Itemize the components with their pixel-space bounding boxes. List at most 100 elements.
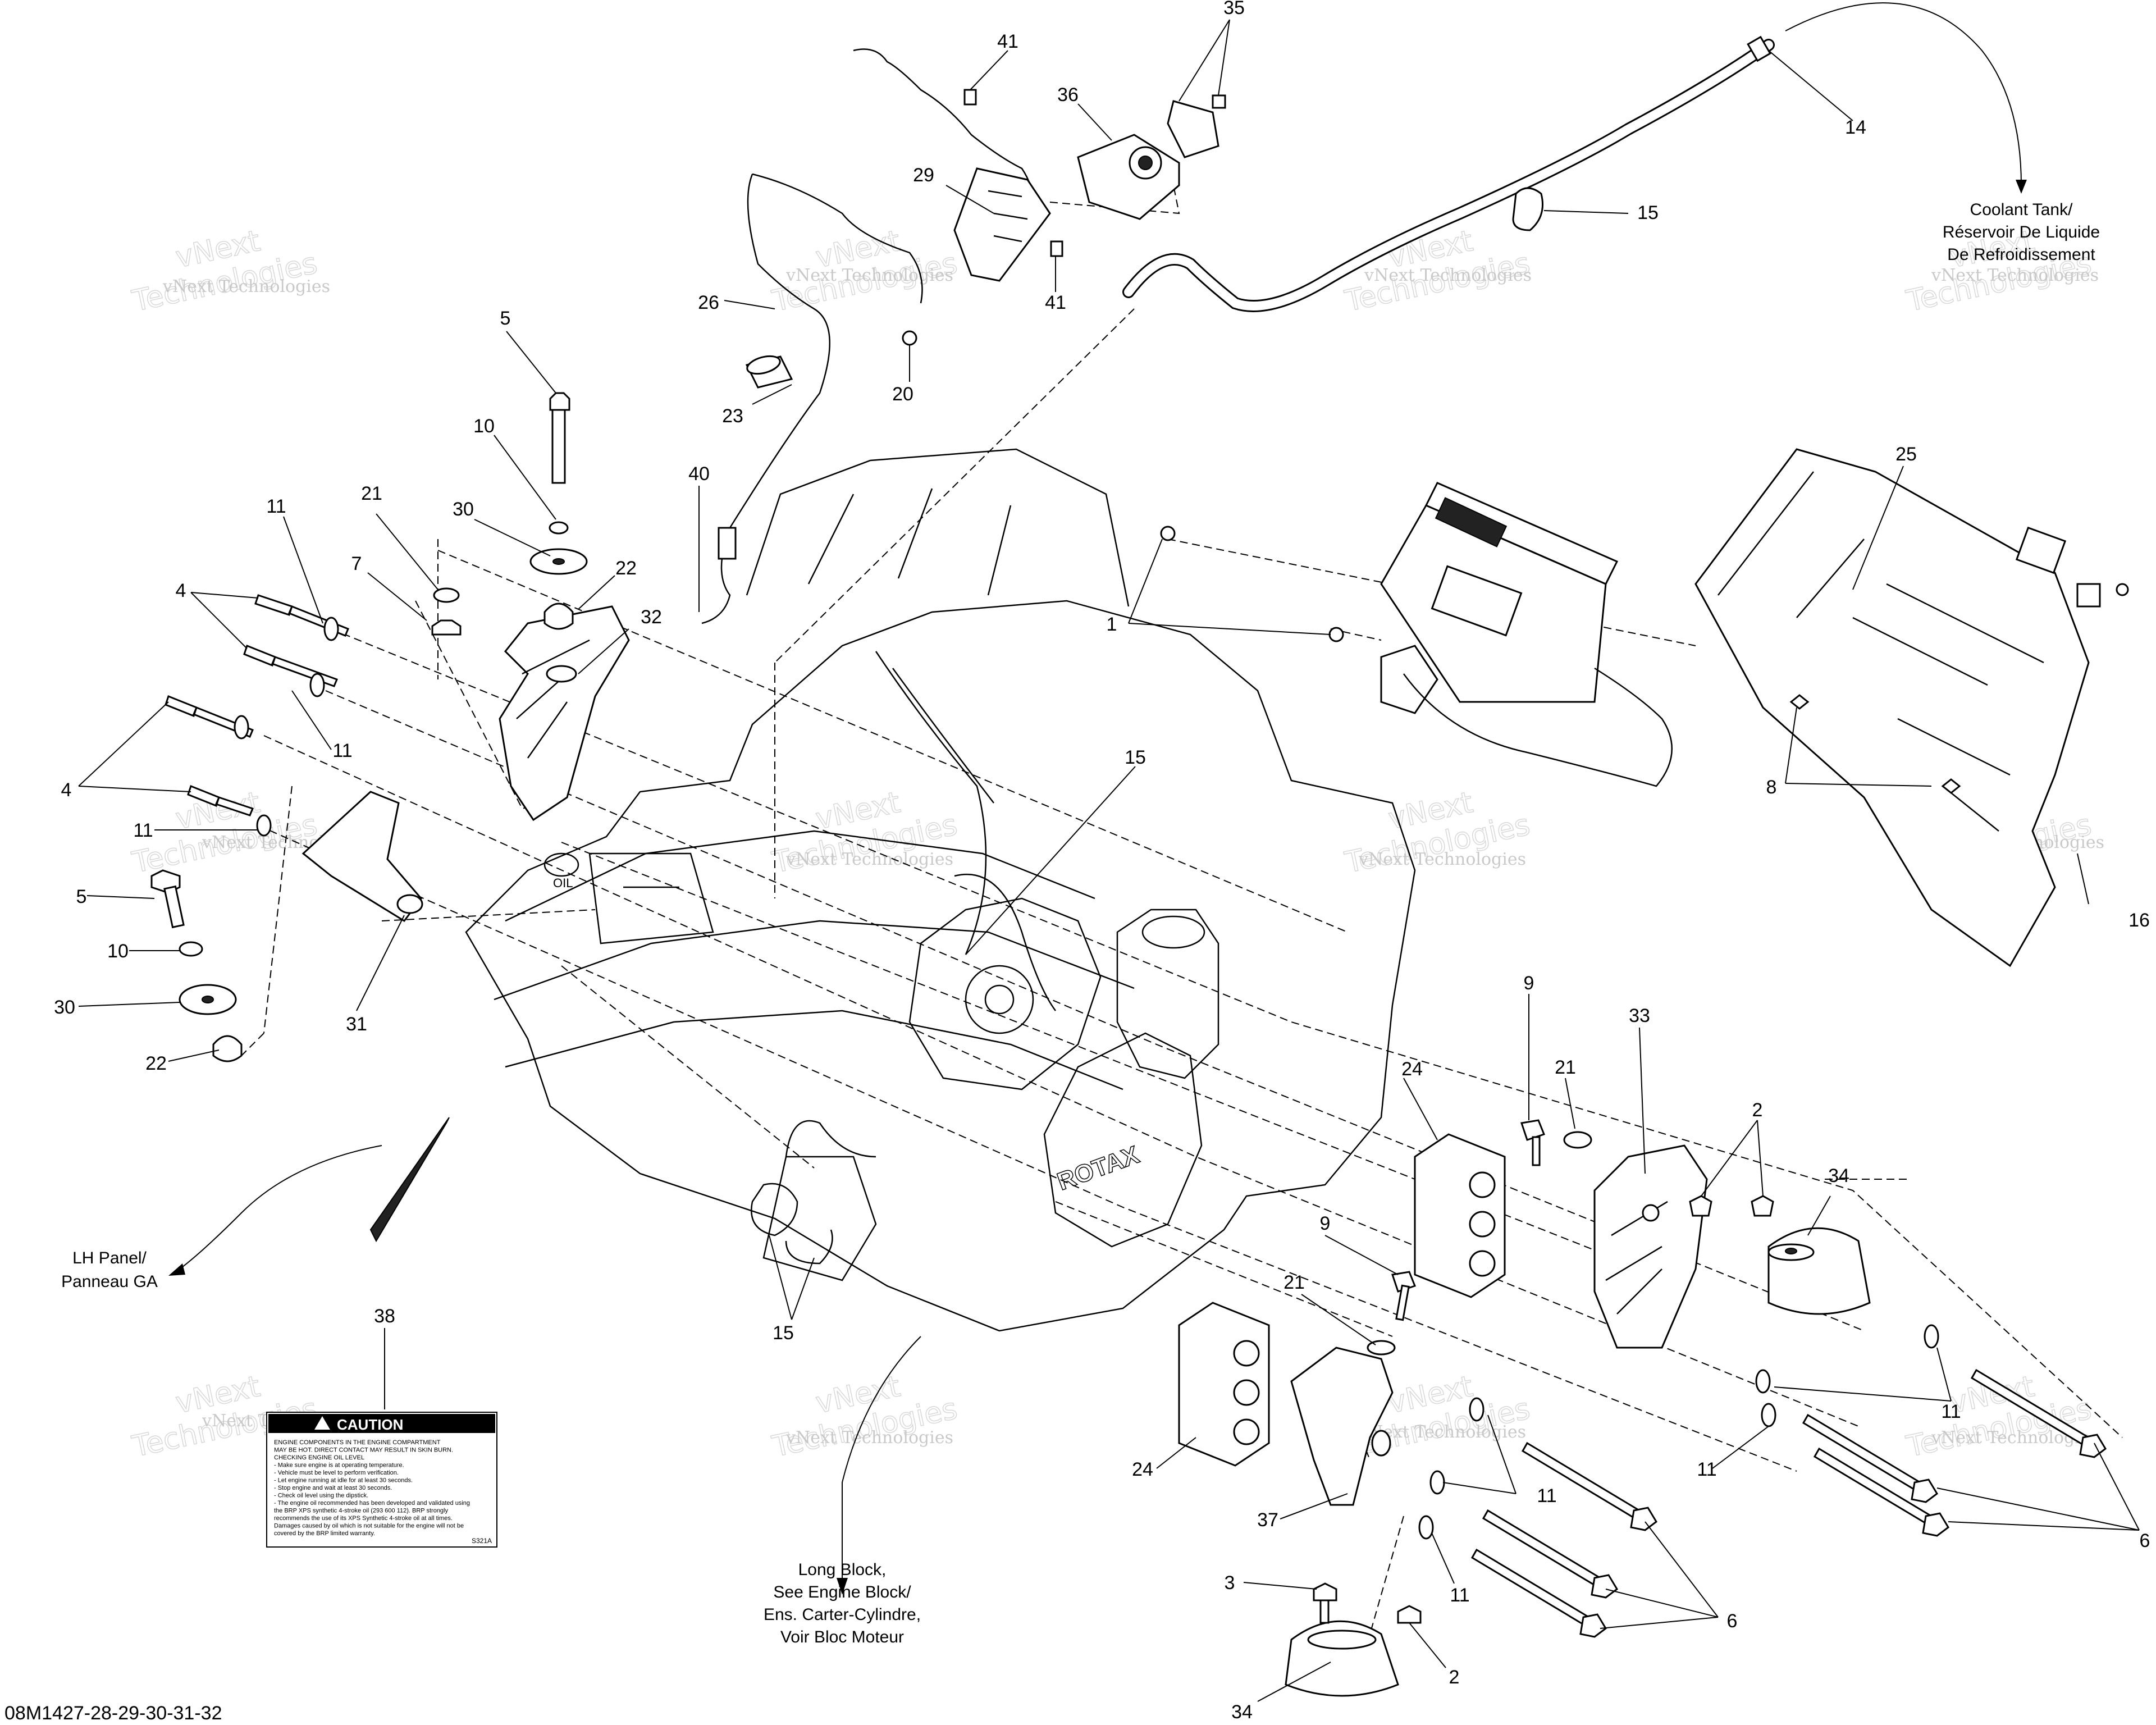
caution-line: - The engine oil recommended has been de…	[274, 1500, 470, 1507]
long-block-arrow	[841, 1336, 921, 1583]
clip-20	[902, 330, 917, 346]
bracket-29	[853, 48, 1051, 282]
callout-label: 3	[1225, 1572, 1235, 1594]
watermark-text: vNext Technologies	[785, 1428, 953, 1448]
caution-line: CHECKING ENGINE OIL LEVEL	[274, 1454, 364, 1461]
ecm-module	[1160, 482, 1673, 787]
callout-label: 11	[1537, 1485, 1556, 1507]
callout-label: 2	[1449, 1667, 1460, 1688]
watermark-text: vNext Technologies	[1364, 266, 1532, 285]
mount-bracket-33	[1593, 1144, 1708, 1349]
callout-label: 21	[361, 483, 382, 504]
callout-label: 34	[1828, 1165, 1849, 1186]
callout-label: 4	[61, 779, 72, 801]
callout-label: 9	[1524, 973, 1534, 994]
sleeve-23	[745, 355, 793, 389]
caution-line: MAY BE HOT. DIRECT CONTACT MAY RESULT IN…	[274, 1447, 453, 1454]
callout-label: 38	[374, 1306, 395, 1327]
callout-label: 30	[54, 997, 75, 1018]
warning-triangle-icon	[314, 1416, 330, 1430]
damper-34-upper	[1767, 1227, 1871, 1315]
watermark-text: vNext Technologies	[162, 277, 330, 296]
sensor-harness-26	[701, 173, 923, 624]
callout-label: 15	[1637, 202, 1659, 223]
caution-code: S321A	[472, 1537, 492, 1545]
callout-label: 11	[133, 820, 153, 841]
callout-label: 26	[698, 292, 719, 313]
bracket-25	[1694, 448, 2129, 968]
callout-label: 11	[1450, 1585, 1469, 1606]
note-line: Ens. Carter-Cylindre,	[764, 1605, 921, 1624]
lh-panel-strip	[369, 1117, 450, 1243]
caution-label-frame	[266, 1412, 497, 1548]
callout-label: 33	[1629, 1005, 1650, 1026]
callout-label: 24	[1401, 1058, 1423, 1080]
callout-label: 8	[1766, 777, 1777, 798]
note-line: De Refroidissement	[1947, 245, 2095, 264]
callout-label: 9	[1320, 1213, 1331, 1234]
callout-label: 23	[722, 405, 743, 427]
callout-label: 30	[453, 499, 474, 520]
callout-label: 6	[1727, 1610, 1738, 1632]
caution-header-bar	[268, 1414, 495, 1433]
callout-label: 15	[773, 1322, 794, 1344]
coolant-hose	[1122, 35, 1775, 312]
caution-header: CAUTION	[337, 1416, 403, 1433]
callout-label: 6	[2140, 1530, 2150, 1551]
callout-label: 29	[913, 165, 934, 186]
callout-label: 10	[107, 941, 129, 962]
clip-41	[1050, 240, 1063, 257]
note-line: Réservoir De Liquide	[1943, 223, 2100, 241]
callout-label: 10	[473, 416, 495, 437]
caution-line: - Stop engine and wait at least 30 secon…	[274, 1485, 392, 1491]
caution-line: Damages caused by oil which is not suita…	[274, 1523, 464, 1530]
lh-panel-arrow	[179, 1145, 382, 1270]
caution-lines: ENGINE COMPONENTS IN THE ENGINE COMPARTM…	[274, 1439, 470, 1537]
caution-line: - Make sure engine is at operating tempe…	[274, 1462, 404, 1469]
callout-numbers: 41 35 36 14 29 15 41 26 20 5 23 10 40 21…	[54, 0, 2150, 1723]
throttle-body-36	[1077, 134, 1180, 220]
callout-label: 4	[176, 580, 186, 601]
damper-34-lower	[1285, 1582, 1422, 1697]
watermark-text: vNext Technologies	[785, 266, 953, 285]
callout-label: 5	[76, 886, 87, 907]
note-lh-panel: LH Panel/ Panneau GA	[61, 1249, 158, 1291]
caution-line: - Vehicle must be level to perform verif…	[274, 1470, 399, 1476]
sensor-35	[1167, 94, 1226, 158]
note-line: LH Panel/	[72, 1249, 147, 1267]
callout-label: 32	[641, 606, 662, 628]
callout-label: 22	[145, 1053, 167, 1074]
watermark-text: vNext Technologies	[1931, 266, 2099, 285]
note-coolant-tank: Coolant Tank/ Réservoir De Liquide De Re…	[1943, 200, 2100, 264]
caution-line: - Let engine running at idle for at leas…	[274, 1477, 413, 1484]
callout-label: 11	[332, 740, 352, 761]
callout-label: 40	[688, 463, 710, 485]
bolt-stack-upper	[431, 392, 588, 636]
caution-line: the BRP XPS synthetic 4-stroke oil (293 …	[274, 1508, 448, 1514]
bracket-37-stack	[1290, 1271, 1416, 1506]
watermark-text: vNext Technologies	[1358, 850, 1526, 869]
bolt-stack-lower	[150, 869, 243, 1062]
callout-label: 2	[1752, 1099, 1763, 1121]
note-line: See Engine Block/	[773, 1583, 911, 1601]
assembly-lines	[241, 185, 2123, 1674]
clip-41	[963, 89, 977, 106]
callout-label: 24	[1132, 1459, 1153, 1480]
hose-clamps-15-lower	[751, 1183, 833, 1265]
callout-label: 36	[1057, 84, 1079, 106]
washers-11	[1418, 1324, 1939, 1540]
watermark-text: vNext Technologies	[785, 850, 953, 869]
callout-label: 16	[2128, 910, 2150, 931]
bolts-4	[165, 594, 349, 837]
callout-label: 21	[1283, 1272, 1305, 1293]
callout-label: 31	[346, 1014, 367, 1035]
callout-label: 15	[1125, 747, 1146, 768]
callout-label: 11	[1697, 1459, 1716, 1480]
long-bolts-6	[1470, 1368, 2107, 1638]
callout-label: 11	[1941, 1401, 1961, 1422]
coolant-tank-arrow	[1785, 2, 2022, 186]
callout-label: 1	[1107, 614, 1117, 635]
parts: OIL ROTAX	[150, 2, 2129, 1697]
callout-label: 14	[1845, 117, 1866, 138]
callout-label: 25	[1895, 444, 1917, 465]
